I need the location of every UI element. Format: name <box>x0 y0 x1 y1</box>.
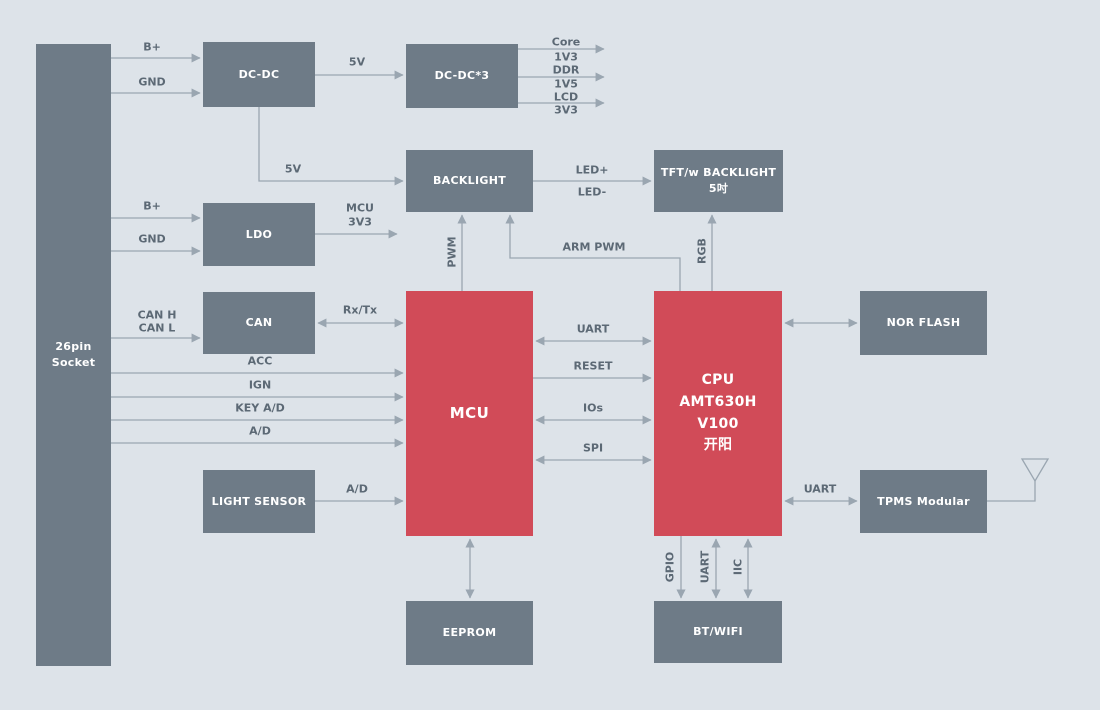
wire-label-iic: IIC <box>731 558 745 576</box>
box-tpms-modular: TPMS Modular <box>860 470 987 533</box>
wire-label-5v: 5V <box>348 55 366 69</box>
wire-label-ios: IOs <box>583 401 603 415</box>
wire-label-uart-bt: UART <box>698 550 712 584</box>
box-mcu: MCU <box>406 291 533 536</box>
wire-arm-pwm <box>505 214 681 291</box>
wire-label-1v3: 1V3 <box>554 50 578 64</box>
wire-label-keyad: KEY A/D <box>235 401 285 415</box>
box-label: CAN <box>245 316 273 330</box>
wire-label-1v5: 1V5 <box>554 77 578 91</box>
wire-label-b-plus-ldo: B+ <box>143 199 161 213</box>
box-label: 5吋 <box>708 182 729 195</box>
wire-label-core: Core <box>551 35 581 49</box>
box-bt-wifi: BT/WIFI <box>654 601 782 663</box>
wire-label-uart-tpms: UART <box>803 482 837 496</box>
wire-label-arm-pwm: ARM PWM <box>562 240 626 254</box>
wire-label-pwm: PWM <box>445 236 459 268</box>
box-tft-backlight: TFT/w BACKLIGHT 5吋 <box>654 150 783 212</box>
box-label: DC-DC <box>238 67 280 81</box>
wire-label-3v3: 3V3 <box>554 103 578 117</box>
box-26pin-socket: 26pin Socket <box>36 44 111 666</box>
box-label: CPU <box>701 372 735 389</box>
antenna-icon <box>1020 458 1050 483</box>
wire-5v-backlight <box>258 107 404 186</box>
antenna-stem <box>987 481 1036 502</box>
box-light-sensor: LIGHT SENSOR <box>203 470 315 533</box>
box-label: V100 <box>697 415 739 432</box>
wire-label-led-plus: LED+ <box>575 163 609 177</box>
box-label: TPMS Modular <box>877 494 970 508</box>
box-label: 开阳 <box>703 437 733 454</box>
wire-label-gnd: GND <box>138 75 166 89</box>
wire-label-led-minus: LED- <box>577 185 607 199</box>
wire-label-ad: A/D <box>249 424 271 438</box>
box-cpu: CPU AMT630H V100 开阳 <box>654 291 782 536</box>
box-label: 26pin <box>55 340 92 354</box>
wire-label-spi: SPI <box>582 441 604 455</box>
box-label: DC-DC*3 <box>434 69 490 83</box>
box-dcdc: DC-DC <box>203 42 315 107</box>
wire-label-reset: RESET <box>573 359 613 373</box>
wire-label-lcd: LCD <box>553 90 579 104</box>
box-label: AMT630H <box>679 393 757 410</box>
box-label: BT/WIFI <box>693 625 743 639</box>
wire-label-ign: IGN <box>248 378 272 392</box>
box-can: CAN <box>203 292 315 354</box>
wire-label-mcu-rail: MCU <box>346 201 374 215</box>
box-label: NOR FLASH <box>886 316 961 330</box>
wire-label-acc: ACC <box>247 354 273 368</box>
wire-label-uart-cpu: UART <box>576 322 610 336</box>
box-ldo: LDO <box>203 203 315 266</box>
box-label: LIGHT SENSOR <box>211 494 307 508</box>
box-eeprom: EEPROM <box>406 601 533 665</box>
wire-label-5v-backlight: 5V <box>284 162 302 176</box>
box-backlight: BACKLIGHT <box>406 150 533 212</box>
box-label: MCU <box>449 403 490 422</box>
wire-label-mcu-rail-3v3: 3V3 <box>348 215 372 229</box>
wire-label-ddr: DDR <box>552 63 580 77</box>
box-label: EEPROM <box>442 626 497 640</box>
wire-label-gnd-ldo: GND <box>138 232 166 246</box>
box-label: BACKLIGHT <box>432 174 507 188</box>
wire-label-light-ad: A/D <box>346 482 368 496</box>
box-label: TFT/w BACKLIGHT <box>660 166 777 180</box>
box-label: LDO <box>245 227 273 241</box>
wire-label-rgb: RGB <box>695 238 709 264</box>
box-label: Socket <box>51 356 96 369</box>
wire-label-b-plus: B+ <box>143 40 161 54</box>
wire-label-rxtx: Rx/Tx <box>342 303 378 317</box>
wire-label-gpio: GPIO <box>663 551 677 583</box>
wire-label-can-h: CAN H <box>137 308 177 322</box>
wire-label-can-l: CAN L <box>138 321 176 335</box>
box-dcdc3: DC-DC*3 <box>406 44 518 108</box>
box-nor-flash: NOR FLASH <box>860 291 987 355</box>
